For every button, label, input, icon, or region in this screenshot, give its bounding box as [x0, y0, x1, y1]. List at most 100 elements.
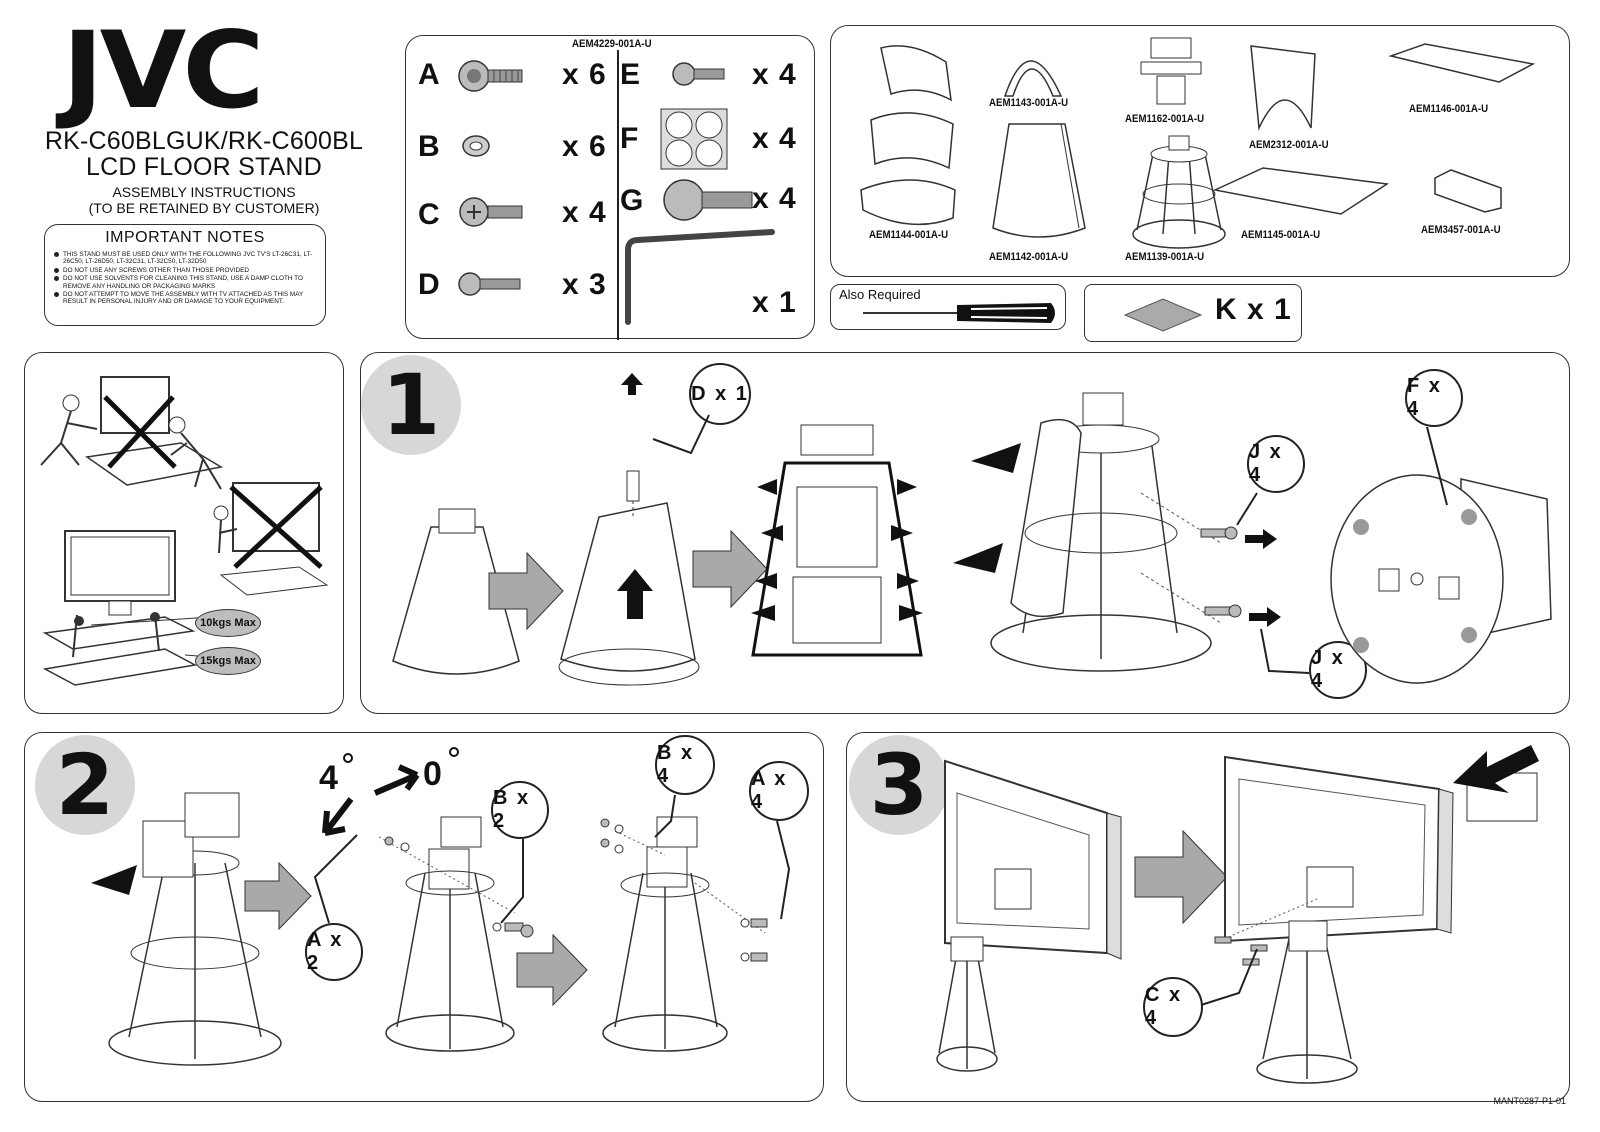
step-3-number: 3 [849, 735, 949, 835]
bolt-g-icon [663, 179, 753, 221]
tv-rear-small-illustration [936, 759, 1122, 1072]
base-cone-illustration [392, 508, 520, 675]
step2-frame-illustration [91, 792, 282, 1066]
step2-frame-final-illustration [600, 816, 768, 1052]
step1-arrow-1-icon [488, 551, 564, 631]
weight-limit-top-shelf: 10kgs Max [195, 609, 261, 637]
step-2-panel: 2 4 0 B x 2 A x 2 [24, 732, 824, 1102]
frame-assembly-icon [1132, 135, 1226, 249]
two-person-lift-warning-icon [40, 376, 224, 490]
assembly-subtitle: ASSEMBLY INSTRUCTIONS (TO BE RETAINED BY… [24, 184, 384, 216]
step-1-panel: 1 D x 1 [360, 352, 1570, 714]
screw-e-icon [672, 62, 725, 86]
callout-d-x1: D x 1 [689, 363, 751, 425]
screwdriver-icon [863, 303, 1055, 323]
frame-front-illustration [751, 424, 923, 657]
also-required-label: Also Required [839, 287, 921, 302]
part-k-box: K x 1 [1084, 284, 1302, 342]
subtitle-line-1: ASSEMBLY INSTRUCTIONS [112, 184, 296, 200]
part-qty-f: x 4 [752, 122, 797, 155]
component-code-1139: AEM1139-001A-U [1125, 251, 1205, 263]
callout-b2-leader [500, 839, 524, 924]
part-k-label: K x 1 [1215, 293, 1292, 326]
step2-arrow-1-icon [244, 861, 312, 931]
note-item: Do not use solvents for cleaning this st… [53, 275, 317, 290]
hardware-divider [617, 50, 619, 340]
note-item: Do not use any screws other than those p… [53, 267, 317, 274]
hardware-kit-code: AEM4229-001A-U [572, 38, 652, 50]
product-name: LCD FLOOR STAND [86, 153, 322, 181]
callout-b4-leader [654, 794, 676, 838]
callout-c-x4: C x 4 [1143, 977, 1203, 1037]
step2-frame-bracket-illustration [378, 816, 516, 1052]
hardware-panel: AEM4229-001A-U A x 6 B x 6 C x 4 D x 3 E… [405, 35, 815, 340]
document-code: MANT0287-P1-01 [1493, 1096, 1566, 1106]
feet-pads-f-icon [660, 108, 728, 170]
child-climbing-warning-icon [213, 482, 329, 596]
tv-on-stand-weight-icon [42, 530, 212, 686]
top-bracket-icon [1140, 37, 1202, 105]
callout-b-x2: B x 2 [491, 781, 549, 839]
step-1-number: 1 [361, 355, 461, 455]
component-code-1143: AEM1143-001A-U [989, 97, 1069, 109]
step3-arrow-icon [1134, 829, 1228, 925]
washer-b-icon [462, 135, 490, 157]
model-number: RK-C60BLGUK/RK-C600BL [44, 127, 364, 155]
notes-list: This stand must be used only with the fo… [53, 251, 317, 306]
component-code-1144: AEM1144-001A-U [869, 229, 949, 241]
step-2-number: 2 [35, 735, 135, 835]
warning-panel: 10kgs Max 15kgs Max [24, 352, 344, 714]
callout-j-bottom-leader [1260, 628, 1310, 674]
angle-4-label: 4 [319, 759, 338, 797]
part-letter-d: D [418, 268, 440, 301]
also-required-box: Also Required [830, 284, 1066, 330]
components-panel: AEM1144-001A-U AEM1143-001A-U AEM1142-00… [830, 25, 1570, 277]
base-underside-illustration [1330, 474, 1552, 684]
cone-with-cover-illustration [558, 470, 700, 686]
part-qty-c: x 4 [562, 196, 607, 229]
angle-0-label: 0 [423, 755, 442, 793]
screw-j-bottom-icon [1204, 604, 1281, 627]
part-qty-g: x 4 [752, 182, 797, 215]
callout-c-leader [1200, 948, 1258, 1006]
plate-k-icon [1123, 298, 1203, 332]
subtitle-line-2: (TO BE RETAINED BY CUSTOMER) [88, 200, 320, 216]
part-letter-a: A [418, 58, 440, 91]
screw-a-icon [458, 60, 523, 92]
callout-d-leader [652, 414, 710, 455]
glass-shelf-upper-icon [1388, 43, 1536, 83]
weight-limit-bottom-shelf: 15kgs Max [195, 647, 261, 675]
part-qty-d: x 3 [562, 268, 607, 301]
important-notes-box: IMPORTANT NOTES This stand must be used … [44, 224, 326, 326]
note-item: Do not attempt to move the assembly with… [53, 291, 317, 306]
component-code-1145: AEM1145-001A-U [1241, 229, 1321, 241]
component-code-1142: AEM1142-001A-U [989, 251, 1069, 263]
part-qty-e: x 4 [752, 58, 797, 91]
step2-arrow-2-icon [516, 933, 588, 1007]
back-panel-icon [1250, 45, 1316, 131]
part-letter-e: E [620, 58, 641, 91]
callout-j-x4-top: J x 4 [1247, 435, 1305, 493]
callout-f-x4: F x 4 [1405, 369, 1463, 427]
part-letter-f: F [620, 122, 639, 155]
component-code-3457: AEM3457-001A-U [1421, 224, 1501, 236]
channel-bracket-icon [1434, 169, 1502, 213]
part-letter-b: B [418, 130, 440, 163]
cover-segments-icon [860, 45, 956, 226]
note-item: This stand must be used only with the fo… [53, 251, 317, 266]
part-qty-allen: x 1 [752, 286, 797, 319]
part-letter-g: G [620, 184, 644, 217]
callout-f-leader [1426, 426, 1448, 506]
callout-j-top-leader [1236, 492, 1258, 526]
step-3-panel: 3 C x 4 [846, 732, 1570, 1102]
screw-j-top-icon [1200, 526, 1277, 549]
glass-shelf-lower-icon [1212, 167, 1390, 215]
notes-heading: IMPORTANT NOTES [105, 229, 265, 246]
screw-c-icon [459, 197, 523, 227]
callout-a4-leader [776, 820, 791, 920]
component-code-1146: AEM1146-001A-U [1409, 103, 1489, 115]
up-arrow-icon [621, 373, 643, 395]
callout-b-x4: B x 4 [655, 735, 715, 795]
screw-a-pair-icon [492, 922, 534, 938]
angle-0-degree [449, 747, 459, 757]
